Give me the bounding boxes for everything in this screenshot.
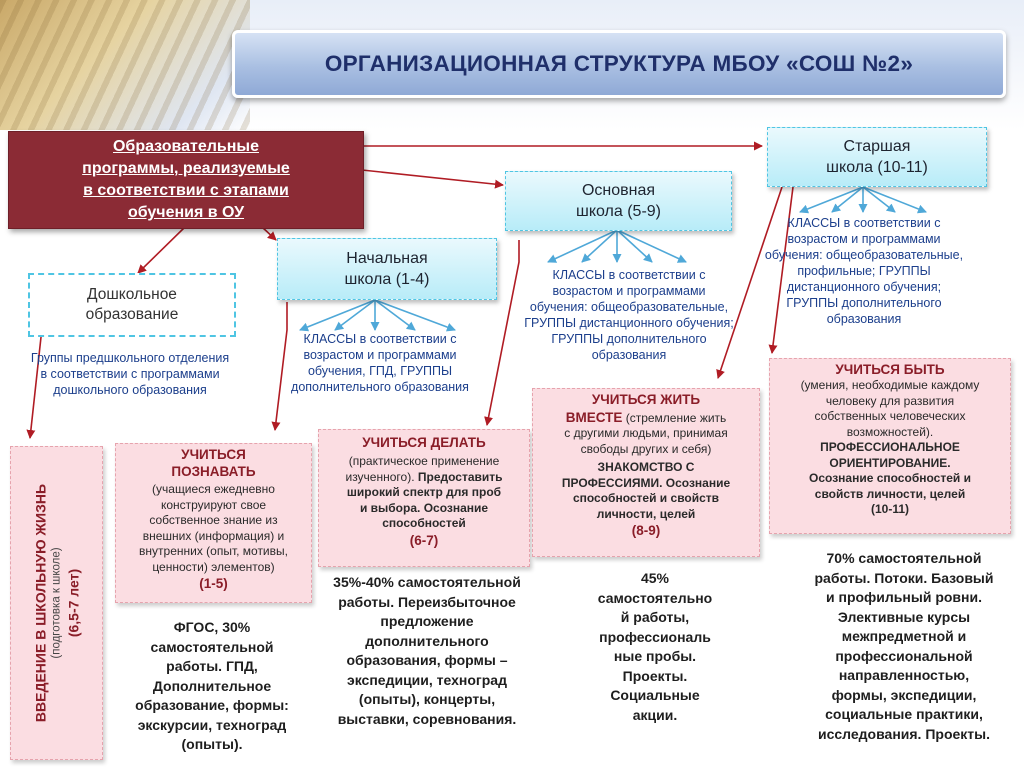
stage-be-body: (умения, необходимые каждому человеку дл… — [800, 378, 980, 439]
stage-live-box: УЧИТЬСЯ ЖИТЬ ВМЕСТЕ (стремление жить с д… — [532, 388, 760, 557]
primary-school-box: Начальная школа (1-4) — [277, 238, 497, 300]
stage-intro-title: ВВЕДЕНИЕ В ШКОЛЬНУЮ ЖИЗНЬ — [32, 483, 48, 723]
note-primary: ФГОС, 30% самостоятельной работы. ГПД, Д… — [135, 619, 289, 752]
primary-classes-text: КЛАССЫ в соответствии с возрастом и прог… — [291, 332, 469, 394]
arrow-to-preschool — [137, 226, 186, 274]
primary-school-label: Начальная школа (1-4) — [344, 250, 430, 288]
stage-know-body: (учащиеся ежедневно конструируют свое со… — [139, 482, 288, 574]
arrow-senior-down-left — [716, 186, 783, 379]
senior-school-box: Старшая школа (10-11) — [767, 127, 987, 187]
stage-do-box: УЧИТЬСЯ ДЕЛАТЬ (практическое применение … — [318, 429, 530, 567]
stage-live-head: УЧИТЬСЯ ЖИТЬ ВМЕСТЕ — [565, 392, 701, 425]
stage-know-range: (1-5) — [199, 576, 228, 591]
basic-classes-text: КЛАССЫ в соответствии с возрастом и прог… — [524, 268, 734, 362]
preschool-label: Дошкольное образование — [85, 286, 179, 323]
stage-know-box: УЧИТЬСЯ ПОЗНАВАТЬ (учащиеся ежедневно ко… — [115, 443, 312, 603]
stage-live-range: (8-9) — [631, 523, 661, 538]
note-senior: 70% самостоятельной работы. Потоки. Базо… — [814, 550, 994, 742]
arrow-primary-down — [271, 302, 288, 431]
programs-box-text: Образовательные программы, реализуемые в… — [82, 138, 290, 221]
arrow-to-primary — [261, 226, 277, 241]
stage-do-body: (практическое применение изученного). — [345, 454, 500, 484]
stage-live-bold: ЗНАКОМСТВО С ПРОФЕССИЯМИ — [561, 460, 695, 490]
title-banner: ОРГАНИЗАЦИОННАЯ СТРУКТУРА МБОУ «СОШ №2» — [232, 30, 1006, 98]
senior-classes-text: КЛАССЫ в соответствии с возрастом и прог… — [764, 216, 964, 326]
stage-do-bold: Предоставить широкий спектр для проб и в… — [346, 469, 503, 531]
arrow-basic-down — [484, 240, 520, 426]
note-upper-basic: 45% самостоятельно й работы, профессиона… — [597, 570, 713, 723]
basic-school-label: Основная школа (5-9) — [575, 182, 662, 220]
arrow-senior-down — [768, 186, 794, 354]
stage-live-body: (стремление жить с другими людьми, прини… — [564, 410, 728, 456]
preschool-box: Дошкольное образование — [28, 273, 236, 337]
arrow-to-basic — [361, 169, 504, 189]
preschool-groups-text: Группы предшкольного отделения в соответ… — [30, 351, 230, 397]
page-title: ОРГАНИЗАЦИОННАЯ СТРУКТУРА МБОУ «СОШ №2» — [324, 51, 914, 76]
programs-box: Образовательные программы, реализуемые в… — [8, 131, 364, 229]
decorative-corner-image — [0, 0, 250, 130]
stage-know-head: УЧИТЬСЯ ПОЗНАВАТЬ — [171, 447, 256, 479]
basic-school-box: Основная школа (5-9) — [505, 171, 732, 231]
stage-intro-note: (подготовка к школе) — [50, 547, 62, 659]
stage-be-head: УЧИТЬСЯ БЫТЬ — [835, 362, 945, 377]
stage-intro-box: ВВЕДЕНИЕ В ШКОЛЬНУЮ ЖИЗНЬ (подготовка к … — [10, 446, 103, 760]
stage-do-head: УЧИТЬСЯ ДЕЛАТЬ — [362, 435, 486, 450]
stage-be-box: УЧИТЬСЯ БЫТЬ (умения, необходимые каждом… — [769, 358, 1011, 534]
stage-live-bold2: . Осознание способностей и свойств лично… — [572, 475, 731, 521]
senior-school-label: Старшая школа (10-11) — [826, 138, 928, 176]
stage-intro-range: (6,5-7 лет) — [65, 568, 81, 638]
stage-be-bold: ПРОФЕССИОНАЛЬНОЕ ОРИЕНТИРОВАНИЕ. Осознан… — [809, 440, 971, 516]
stage-do-range: (6-7) — [409, 532, 439, 548]
note-middle: 35%-40% самостоятельной работы. Переизбы… — [333, 574, 521, 727]
